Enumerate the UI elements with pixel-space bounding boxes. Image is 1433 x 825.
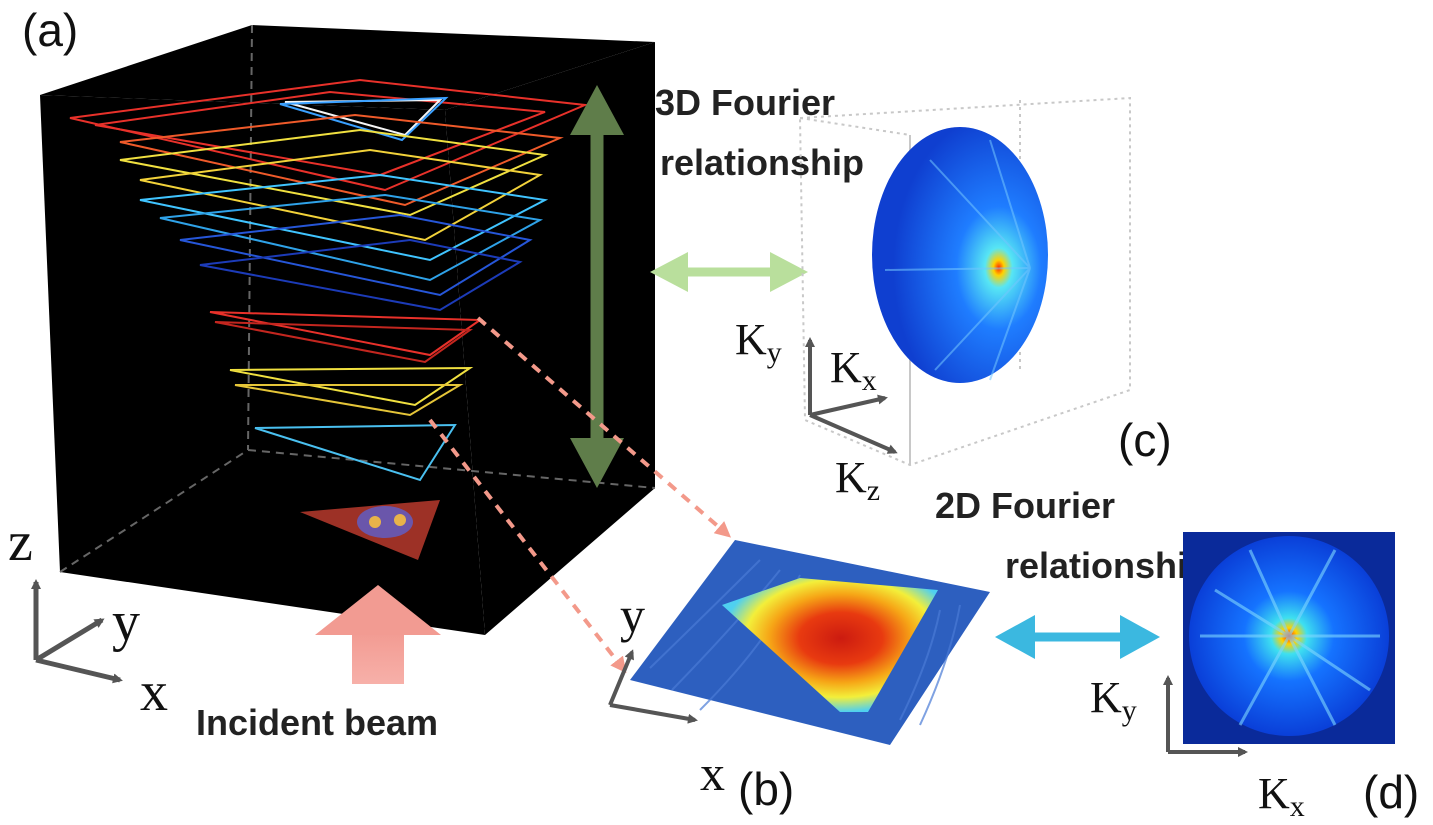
axis-c-kz-label: Kz	[835, 453, 880, 507]
axes-a	[31, 579, 123, 684]
fourier3d-caption-line2: relationship	[660, 142, 864, 183]
panel-a-cube	[40, 24, 656, 635]
fourier2d-caption-line2: relationship	[1005, 545, 1209, 586]
panel-b-label: (b)	[738, 763, 794, 815]
contour-layers	[69, 78, 589, 482]
cube-top-face	[40, 25, 655, 110]
axis-c-kx-label: Kx	[830, 343, 877, 397]
bottom-slice-center	[357, 506, 413, 538]
bottom-slice-spot	[394, 514, 406, 526]
dashed-projection-arrows	[428, 316, 732, 674]
panel-d-fft-image	[1183, 532, 1395, 744]
axis-b-x-label: x	[700, 745, 725, 801]
fourier3d-double-arrow	[650, 252, 808, 292]
panel-d-label: (d)	[1363, 766, 1419, 818]
axes-c	[805, 337, 898, 454]
axis-b-y-label: y	[620, 587, 645, 643]
incident-beam-label: Incident beam	[196, 702, 438, 743]
ewald-sphere	[872, 127, 1048, 383]
axes-b	[608, 649, 698, 724]
cube-hidden-edge	[247, 24, 253, 451]
panel-a-label: (a)	[22, 4, 78, 56]
axis-a-y-label: y	[112, 591, 140, 653]
bottom-slice-spot	[369, 516, 381, 528]
fourier2d-double-arrow	[995, 615, 1160, 659]
axis-c-ky-label: Ky	[735, 315, 782, 369]
green-double-arrow	[570, 85, 624, 488]
axes-d	[1163, 675, 1248, 757]
axis-a-z-label: z	[8, 511, 33, 573]
panel-c-label: (c)	[1118, 414, 1172, 466]
fourier3d-caption-line1: 3D Fourier	[655, 82, 835, 123]
axis-d-kx-label: Kx	[1258, 769, 1305, 823]
cube-hidden-edge	[247, 449, 656, 489]
incident-beam-arrow	[315, 585, 441, 684]
axis-a-x-label: x	[140, 661, 168, 723]
panel-b-surface	[630, 540, 990, 745]
axis-d-ky-label: Ky	[1090, 673, 1137, 727]
cube-hidden-edge	[59, 449, 249, 573]
fourier2d-caption-line1: 2D Fourier	[935, 485, 1115, 526]
